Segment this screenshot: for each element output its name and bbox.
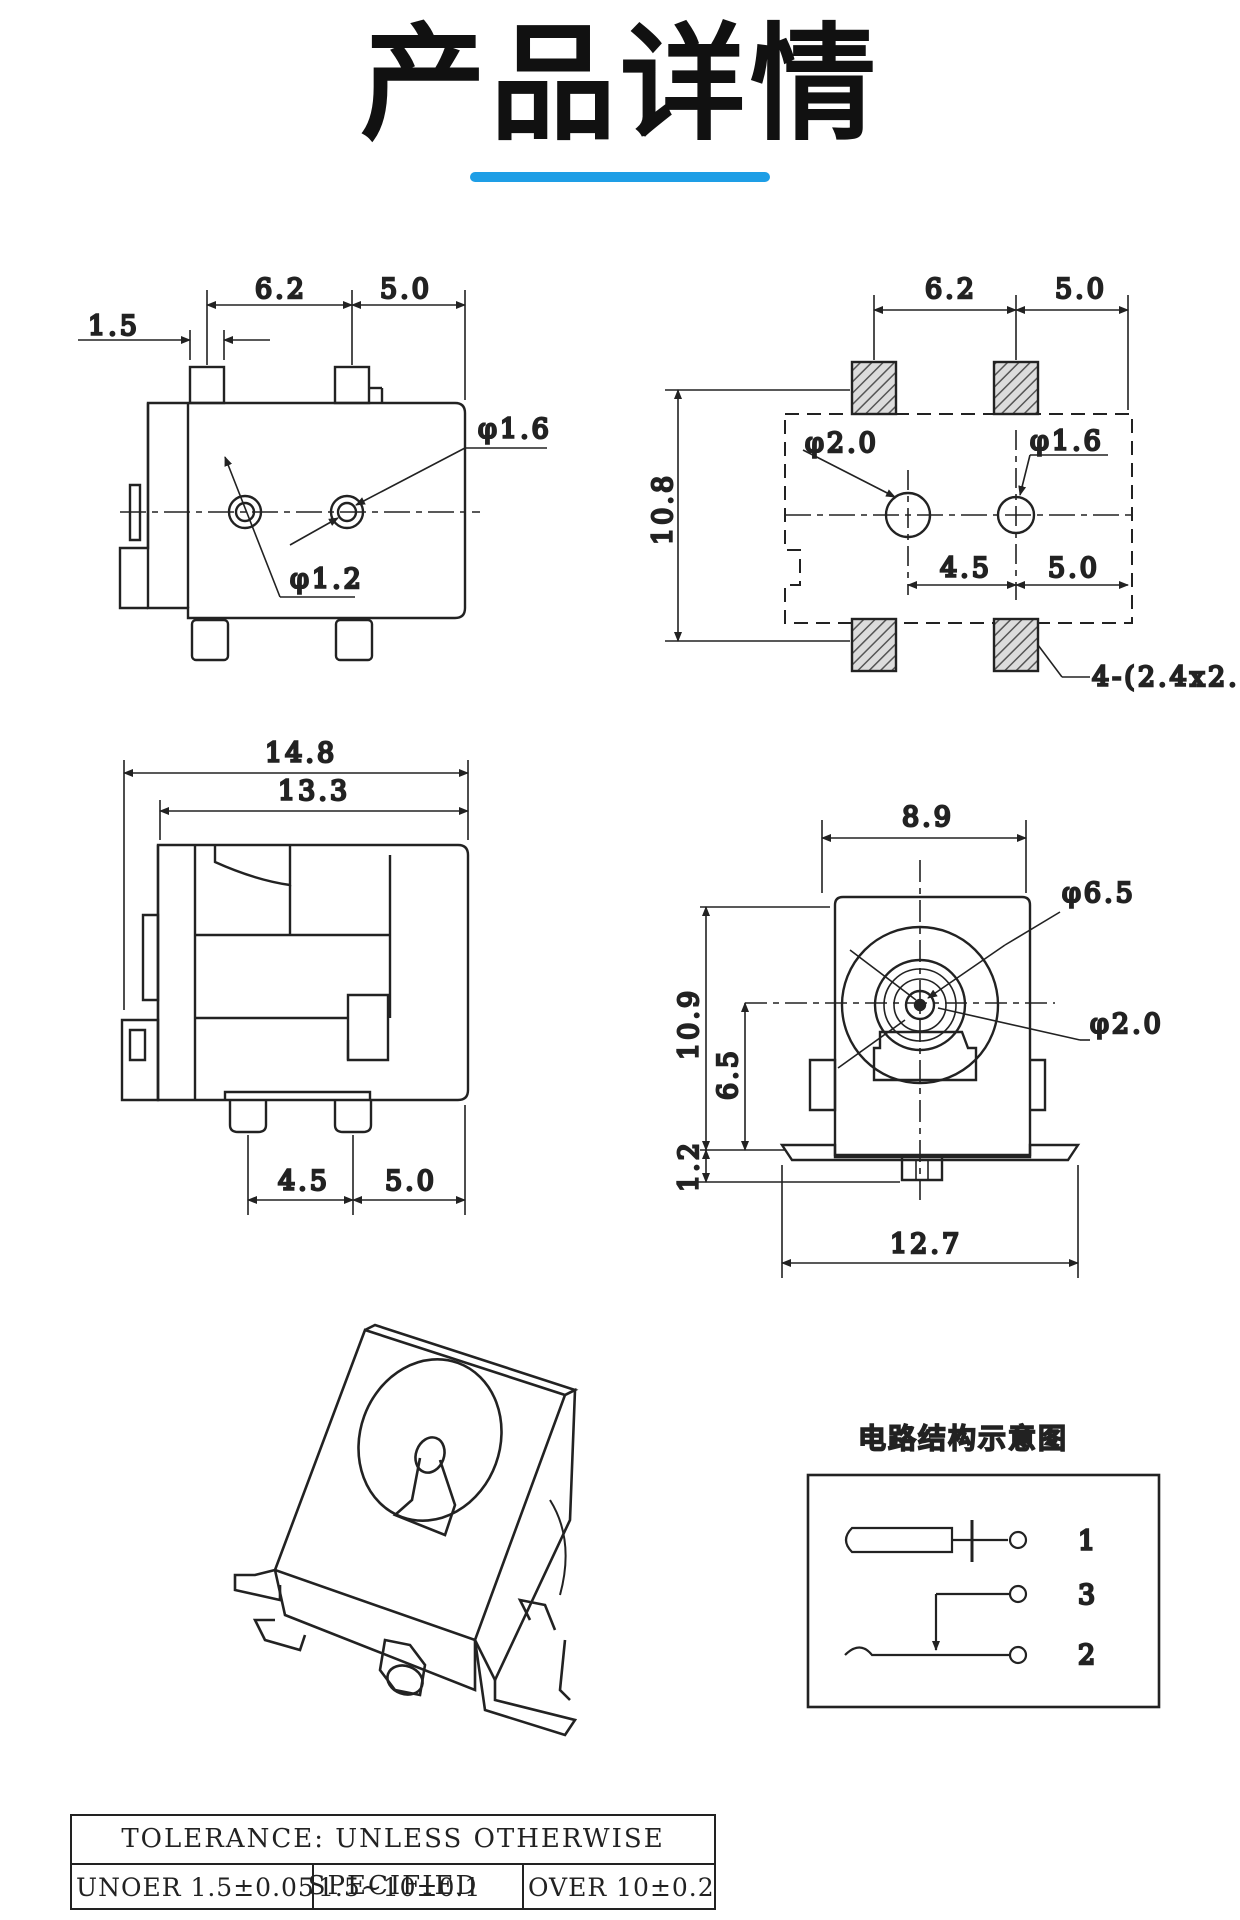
dim-fp-d: 5.0	[1048, 553, 1100, 584]
dia-top-right: φ1.6	[478, 414, 552, 445]
tolerance-cell-large: OVER 10±0.2	[528, 1873, 714, 1902]
dia-fp-right: φ1.6	[1030, 426, 1104, 457]
pad-note: 4-(2.4x2.0	[1092, 662, 1240, 693]
dim-side-b: 5.0	[385, 1166, 437, 1197]
dim-fp-a: 6.2	[925, 274, 977, 305]
dim-side-body: 13.3	[278, 776, 350, 807]
dim-top-a: 6.2	[255, 274, 307, 305]
front-view	[690, 820, 1090, 1278]
dim-fp-b: 5.0	[1055, 274, 1107, 305]
dim-side-total: 14.8	[265, 738, 337, 769]
dia-front-pin: φ2.0	[1090, 1009, 1164, 1040]
dim-side-a: 4.5	[278, 1166, 330, 1197]
circuit-caption: 电路结构示意图	[858, 1422, 1068, 1455]
top-view	[78, 290, 547, 662]
dim-fp-c: 4.5	[940, 553, 992, 584]
tolerance-cell-mid: 1.5~10±0.1	[314, 1865, 524, 1910]
dim-front-base: 12.7	[890, 1229, 962, 1260]
dia-front-outer: φ6.5	[1062, 878, 1136, 909]
dia-top-left: φ1.2	[290, 564, 364, 595]
circuit-pin-1: 1	[1078, 1526, 1098, 1557]
tolerance-table: TOLERANCE: UNLESS OTHERWISE SPECIFIED UN…	[70, 1814, 716, 1910]
page-title: 产品详情	[360, 11, 880, 158]
circuit-pin-3: 3	[1078, 1580, 1098, 1611]
dim-front-pin: 1.2	[674, 1140, 705, 1192]
dim-fp-height: 10.8	[648, 473, 679, 545]
dim-top-b: 5.0	[380, 274, 432, 305]
footprint-view	[665, 295, 1135, 678]
tolerance-header: TOLERANCE: UNLESS OTHERWISE SPECIFIED	[72, 1816, 714, 1901]
circuit-pin-2: 2	[1078, 1640, 1098, 1671]
circuit-schematic	[806, 1473, 1161, 1709]
dim-front-width: 8.9	[902, 802, 954, 833]
dim-pin-width: 1.5	[88, 311, 140, 342]
dim-front-height: 10.9	[674, 988, 705, 1060]
tolerance-row: UNOER 1.5±0.05 1.5~10±0.1 OVER 10±0.2	[72, 1865, 714, 1910]
tolerance-cell-small: UNOER 1.5±0.05	[72, 1865, 314, 1910]
dia-fp-left: φ2.0	[805, 428, 879, 459]
dim-front-center: 6.5	[713, 1048, 744, 1100]
side-view	[120, 760, 470, 1215]
title-underline	[470, 172, 770, 182]
isometric-view	[233, 1323, 579, 1737]
